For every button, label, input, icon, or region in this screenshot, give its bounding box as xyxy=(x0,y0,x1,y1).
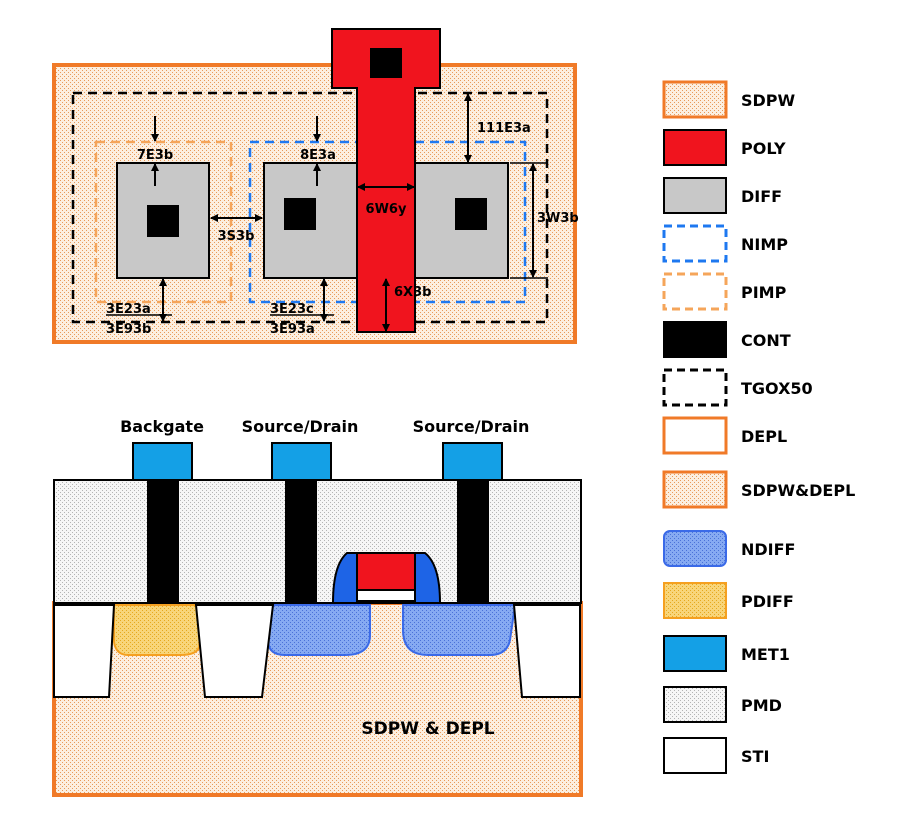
dim-label-8e3a: 8E3a xyxy=(300,148,336,163)
legend-label-sdpw-depl: SDPW&DEPL xyxy=(741,481,855,500)
legend-swatch-pmd xyxy=(663,686,727,723)
legend-swatch-cont xyxy=(663,321,727,358)
tgox50-outline xyxy=(71,91,549,324)
legend-swatch-tgox50 xyxy=(662,368,728,407)
dim-label-7e3b: 7E3b xyxy=(137,148,173,163)
sti-region-3 xyxy=(512,604,581,698)
dim-label-3e93b: 3E93b xyxy=(106,322,151,337)
legend-label-poly: POLY xyxy=(741,139,786,158)
legend-label-met1: MET1 xyxy=(741,645,790,664)
met1-drain xyxy=(442,442,503,481)
source-drain-label-2: Source/Drain xyxy=(413,417,530,436)
ndiff-drain-region xyxy=(402,604,517,656)
legend-swatch-sdpw-depl xyxy=(662,470,728,509)
legend-swatch-met1 xyxy=(663,635,727,672)
legend-swatch-diff xyxy=(663,177,727,214)
dim-label-3e23c: 3E23c xyxy=(270,302,314,317)
legend-label-ndiff: NDIFF xyxy=(741,540,795,559)
poly-gate-section xyxy=(356,552,416,591)
pdiff-region xyxy=(113,604,206,656)
contact-drain-section xyxy=(457,480,489,603)
legend-swatch-sti xyxy=(663,737,727,774)
contact-source xyxy=(284,198,316,230)
contact-source-section xyxy=(285,480,317,603)
met1-source xyxy=(271,442,332,481)
contact-poly xyxy=(370,48,402,78)
legend-swatch-ndiff xyxy=(663,530,727,567)
dim-label-3e93a: 3E93a xyxy=(270,322,315,337)
legend-label-depl: DEPL xyxy=(741,427,787,446)
legend-label-nimp: NIMP xyxy=(741,235,788,254)
gate-oxide xyxy=(356,589,416,602)
legend-swatch-depl xyxy=(662,416,728,455)
contact-backgate xyxy=(147,205,179,237)
layout-top-view: 7E3b 8E3a 111E3a 6W6y 3W3b 3S3b 6X3b 3E2… xyxy=(52,28,579,344)
legend-swatch-pimp xyxy=(662,272,728,311)
legend-label-pmd: PMD xyxy=(741,696,782,715)
legend-swatch-poly xyxy=(663,129,727,166)
legend-label-sdpw: SDPW xyxy=(741,91,796,110)
cross-section: Backgate Source/Drain Source/Drain SDPW … xyxy=(52,417,583,797)
source-drain-label-1: Source/Drain xyxy=(242,417,359,436)
legend-label-diff: DIFF xyxy=(741,187,782,206)
ndiff-source-region xyxy=(266,604,371,656)
poly-gate xyxy=(331,28,441,333)
backgate-label: Backgate xyxy=(120,417,204,436)
sti-region-2 xyxy=(194,604,275,698)
contact-drain xyxy=(455,198,487,230)
legend-label-pdiff: PDIFF xyxy=(741,592,794,611)
dim-label-3s3b: 3S3b xyxy=(218,229,255,244)
legend-label-tgox50: TGOX50 xyxy=(741,379,813,398)
met1-backgate xyxy=(132,442,193,481)
legend-swatch-sdpw xyxy=(662,80,728,119)
legend-label-cont: CONT xyxy=(741,331,791,350)
spacer-left xyxy=(331,552,358,604)
spacer-right xyxy=(414,552,442,604)
sti-region-1 xyxy=(53,604,116,698)
legend-label-pimp: PIMP xyxy=(741,283,787,302)
legend-swatch-pdiff xyxy=(663,582,727,619)
dim-label-3w3b: 3W3b xyxy=(537,211,579,226)
contact-backgate-section xyxy=(147,480,179,603)
dim-label-6w6y: 6W6y xyxy=(366,202,407,217)
dim-label-6x3b: 6X3b xyxy=(394,285,431,300)
dim-label-3e23a: 3E23a xyxy=(106,302,151,317)
legend-label-sti: STI xyxy=(741,747,769,766)
legend-swatch-nimp xyxy=(662,224,728,263)
dim-label-111e3a: 111E3a xyxy=(477,121,531,136)
substrate-label: SDPW & DEPL xyxy=(361,719,494,739)
pmd-layer xyxy=(53,479,582,604)
legend: SDPW POLY DIFF NIMP PIMP CONT TGOX50 DEP… xyxy=(662,80,855,774)
